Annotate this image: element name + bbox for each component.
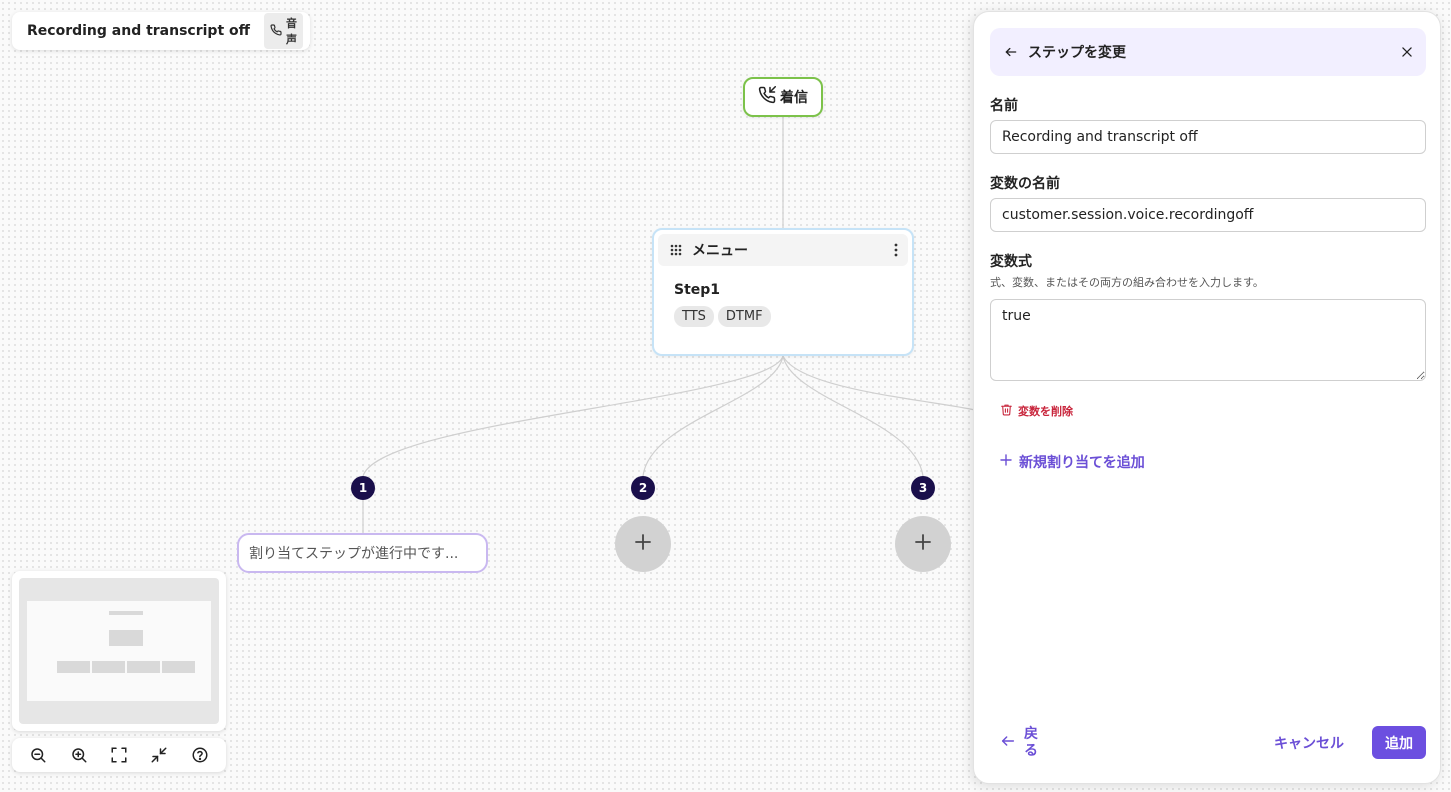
back-button[interactable]: 戻る <box>1000 726 1040 760</box>
edge-branch-2 <box>642 355 784 477</box>
add-assignment-button[interactable]: 新規割り当てを追加 <box>1000 452 1145 472</box>
menu-step-label: Step1 <box>674 282 721 298</box>
zoom-controls <box>12 738 226 772</box>
expression-textarea[interactable]: true <box>990 299 1426 381</box>
zoom-out-icon[interactable] <box>25 742 51 768</box>
variable-name-label: 変数の名前 <box>990 176 1060 192</box>
menu-tags: TTS DTMF <box>674 306 912 327</box>
minimap-node-branch-2 <box>92 661 125 673</box>
plus-icon <box>914 533 932 555</box>
add-assignment-label: 新規割り当てを追加 <box>1019 455 1145 471</box>
plus-icon <box>1000 454 1012 470</box>
more-vertical-icon[interactable] <box>894 243 898 257</box>
menu-node-header: メニュー <box>658 234 908 266</box>
flow-title-bar: Recording and transcript off 音声 <box>12 12 310 50</box>
branch-badge-1: 1 <box>351 476 375 500</box>
plus-icon <box>634 533 652 555</box>
menu-node-label: メニュー <box>692 243 748 259</box>
panel-title: ステップを変更 <box>1028 45 1126 61</box>
help-icon[interactable] <box>187 742 213 768</box>
channel-label: 音声 <box>285 17 297 46</box>
edge-branch-1 <box>362 355 784 477</box>
collapse-icon[interactable] <box>146 742 172 768</box>
grip-icon[interactable] <box>670 241 682 260</box>
add-button[interactable]: 追加 <box>1372 726 1426 759</box>
branch-badge-3: 3 <box>911 476 935 500</box>
edge-branch-3 <box>782 355 924 477</box>
arrow-left-icon <box>1000 733 1016 753</box>
minimap-node-branch-3 <box>127 661 160 673</box>
minimap-node-branch-4 <box>162 661 195 673</box>
back-label: 戻る <box>1024 726 1038 759</box>
name-label: 名前 <box>990 98 1018 114</box>
minimap-node-menu <box>109 630 143 646</box>
expression-hint: 式、変数、またはその両方の組み合わせを入力します。 <box>990 276 1264 289</box>
trash-icon <box>1000 403 1013 419</box>
minimap[interactable] <box>12 571 226 731</box>
tag-tts: TTS <box>674 306 714 327</box>
menu-node[interactable]: メニュー Step1 TTS DTMF <box>652 228 914 356</box>
minimap-node-branch-1 <box>57 661 90 673</box>
edit-step-panel: ステップを変更 名前 変数の名前 変数式 式、変数、またはその両方の組み合わせを… <box>973 11 1441 784</box>
phone-incoming-icon <box>758 86 776 108</box>
channel-chip: 音声 <box>263 13 303 49</box>
incoming-label: 着信 <box>780 90 808 106</box>
fit-view-icon[interactable] <box>106 742 132 768</box>
assign-step-node[interactable]: 割り当てステップが進行中です... <box>237 533 488 573</box>
assign-step-label: 割り当てステップが進行中です... <box>249 546 459 562</box>
delete-variable-button[interactable]: 変数を削除 <box>1000 403 1073 419</box>
add-step-button-3[interactable] <box>895 516 951 572</box>
minimap-node-incoming <box>109 611 143 615</box>
minimap-viewport <box>19 578 219 724</box>
branch-badge-2: 2 <box>631 476 655 500</box>
close-icon[interactable] <box>1400 45 1414 59</box>
panel-header: ステップを変更 <box>990 28 1426 76</box>
tag-dtmf: DTMF <box>717 306 771 327</box>
expression-label: 変数式 <box>990 254 1032 270</box>
zoom-in-icon[interactable] <box>66 742 92 768</box>
add-step-button-2[interactable] <box>615 516 671 572</box>
incoming-node[interactable]: 着信 <box>743 77 823 117</box>
minimap-sheet <box>27 601 211 701</box>
name-input[interactable] <box>990 120 1426 154</box>
delete-variable-label: 変数を削除 <box>1018 405 1073 418</box>
flow-title: Recording and transcript off <box>27 23 250 39</box>
edge-branch-4 <box>782 355 976 411</box>
cancel-button[interactable]: キャンセル <box>1274 736 1344 752</box>
phone-icon <box>270 23 282 39</box>
arrow-left-icon[interactable] <box>1004 45 1018 59</box>
variable-name-input[interactable] <box>990 198 1426 232</box>
